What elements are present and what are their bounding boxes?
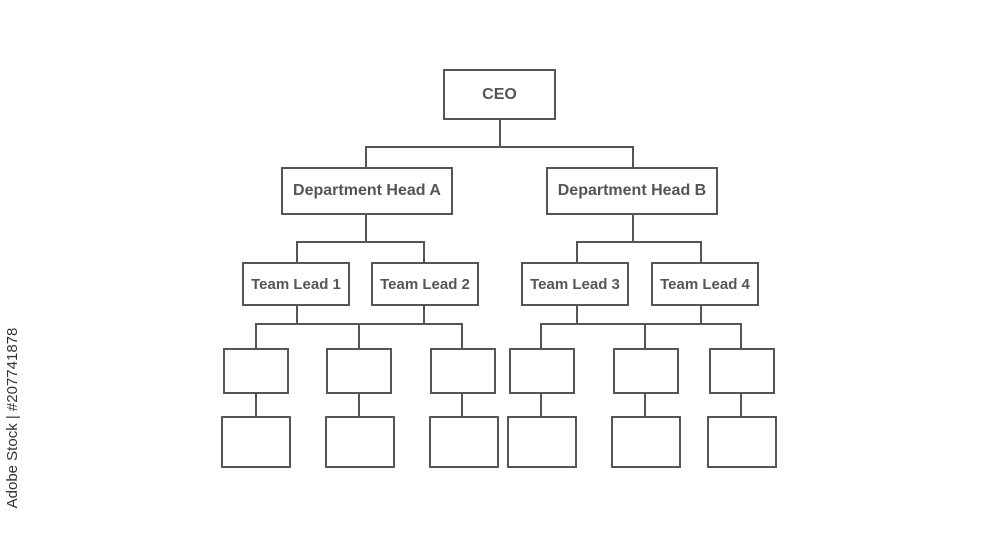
empty-box <box>611 416 681 468</box>
ceo-node: CEO <box>443 69 556 120</box>
empty-box <box>325 416 395 468</box>
team-lead-1-label: Team Lead 1 <box>251 275 341 293</box>
empty-box <box>707 416 777 468</box>
empty-box <box>326 348 392 394</box>
team-lead-1-node: Team Lead 1 <box>242 262 350 306</box>
department-head-b-node: Department Head B <box>546 167 718 215</box>
team-lead-4-node: Team Lead 4 <box>651 262 759 306</box>
empty-box <box>223 348 289 394</box>
department-head-b-label: Department Head B <box>557 182 707 199</box>
empty-box <box>509 348 575 394</box>
empty-box <box>430 348 496 394</box>
team-lead-3-label: Team Lead 3 <box>530 275 620 293</box>
empty-box <box>709 348 775 394</box>
team-lead-2-node: Team Lead 2 <box>371 262 479 306</box>
stock-watermark: Adobe Stock | #207741878 <box>4 327 21 509</box>
ceo-label: CEO <box>482 85 517 103</box>
department-head-a-node: Department Head A <box>281 167 453 215</box>
empty-box <box>613 348 679 394</box>
department-head-a-label: Department Head A <box>293 182 441 199</box>
team-lead-2-label: Team Lead 2 <box>380 275 470 293</box>
empty-box <box>507 416 577 468</box>
team-lead-4-label: Team Lead 4 <box>660 275 750 293</box>
empty-box <box>429 416 499 468</box>
team-lead-3-node: Team Lead 3 <box>521 262 629 306</box>
empty-box <box>221 416 291 468</box>
